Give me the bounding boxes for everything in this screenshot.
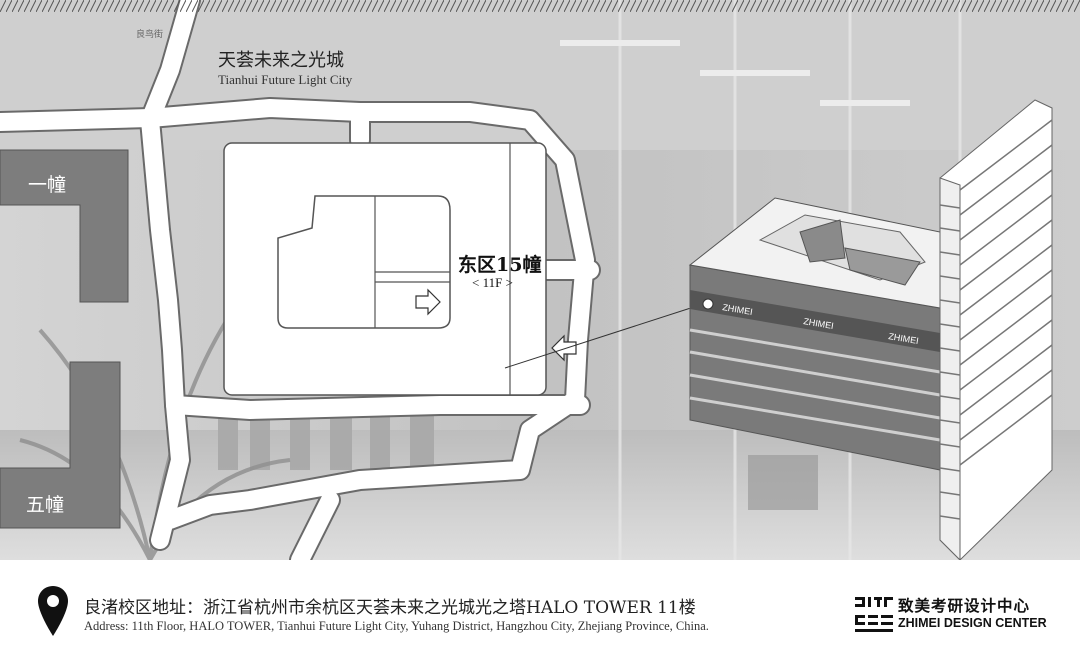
- center-name-en: ZHIMEI DESIGN CENTER: [898, 616, 1047, 630]
- facade-brand-2: ZHIMEI: [803, 316, 835, 331]
- building-5-shape: [0, 361, 121, 529]
- map-canvas: ZHIMEI ZHIMEI ZHIMEI: [0, 0, 1080, 560]
- facade-brand-1: ZHIMEI: [722, 302, 754, 317]
- map-area: ZHIMEI ZHIMEI ZHIMEI 良鸟街 天荟未来之光城 Tianhui…: [0, 0, 1080, 560]
- target-floor-label: < 11F >: [472, 275, 513, 290]
- footer-bar: [0, 560, 1080, 669]
- facade-brand-3: ZHIMEI: [888, 331, 920, 346]
- address-cn: 良渚校区地址：浙江省杭州市余杭区天荟未来之光城光之塔HALO TOWER 11楼: [84, 598, 696, 618]
- location-pin-icon: [38, 586, 68, 636]
- road-network: [0, 0, 601, 560]
- photo-display-box: [748, 455, 818, 510]
- center-name-cn: 致美考研设计中心: [898, 597, 1031, 615]
- building-5-label: 五幢: [26, 494, 65, 516]
- zhimei-logo-icon: [855, 597, 893, 632]
- photo-ceiling-lights: [560, 40, 910, 106]
- address-en: Address: 11th Floor, HALO TOWER, Tianhui…: [84, 619, 709, 633]
- city-name-cn: 天荟未来之光城: [218, 50, 344, 71]
- building-1-shape: [0, 149, 129, 303]
- street-label: 良鸟街: [136, 30, 164, 40]
- tower-3d: ZHIMEI ZHIMEI ZHIMEI: [688, 99, 1053, 560]
- pointer-line: [504, 304, 701, 369]
- arrow-icon: [551, 334, 577, 362]
- top-hatch-border: [0, 0, 1080, 12]
- building-1-label: 一幢: [28, 174, 67, 196]
- arrow-icon: [415, 288, 441, 316]
- tower-marker: [702, 298, 714, 310]
- target-building-label: 东区15幢: [458, 254, 542, 276]
- inner-courtyard: [277, 195, 451, 329]
- city-name-en: Tianhui Future Light City: [218, 72, 353, 87]
